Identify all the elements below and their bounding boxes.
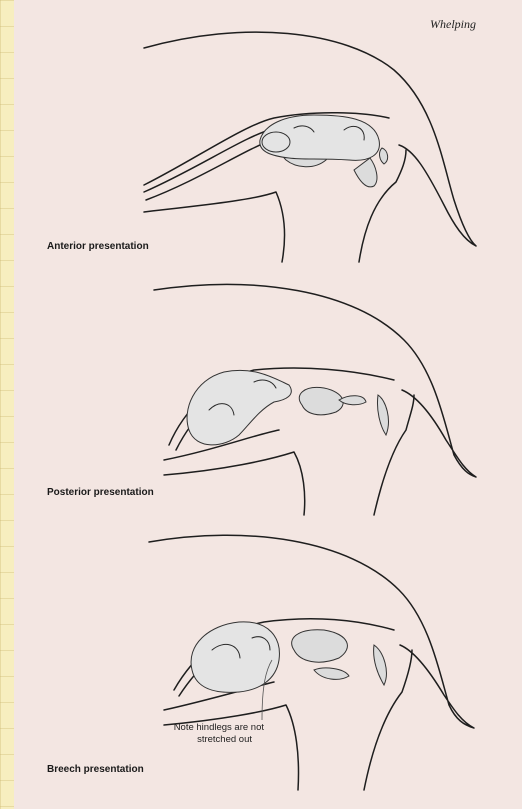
posterior-illustration — [14, 270, 522, 520]
caption-posterior: Posterior presentation — [47, 487, 154, 498]
hindlegs-note: Note hindlegs are not stretched out — [114, 722, 264, 746]
diagram-breech: Breech presentation — [14, 520, 522, 809]
note-line-2: stretched out — [114, 734, 264, 746]
diagram-anterior: Anterior presentation — [14, 0, 522, 270]
diagram-posterior: Posterior presentation — [14, 270, 522, 520]
book-page: Whelping Anterior presentation — [14, 0, 522, 809]
anterior-illustration — [14, 0, 522, 270]
note-line-1: Note hindlegs are not — [114, 722, 264, 734]
caption-breech: Breech presentation — [47, 764, 144, 775]
caption-anterior: Anterior presentation — [47, 241, 149, 252]
